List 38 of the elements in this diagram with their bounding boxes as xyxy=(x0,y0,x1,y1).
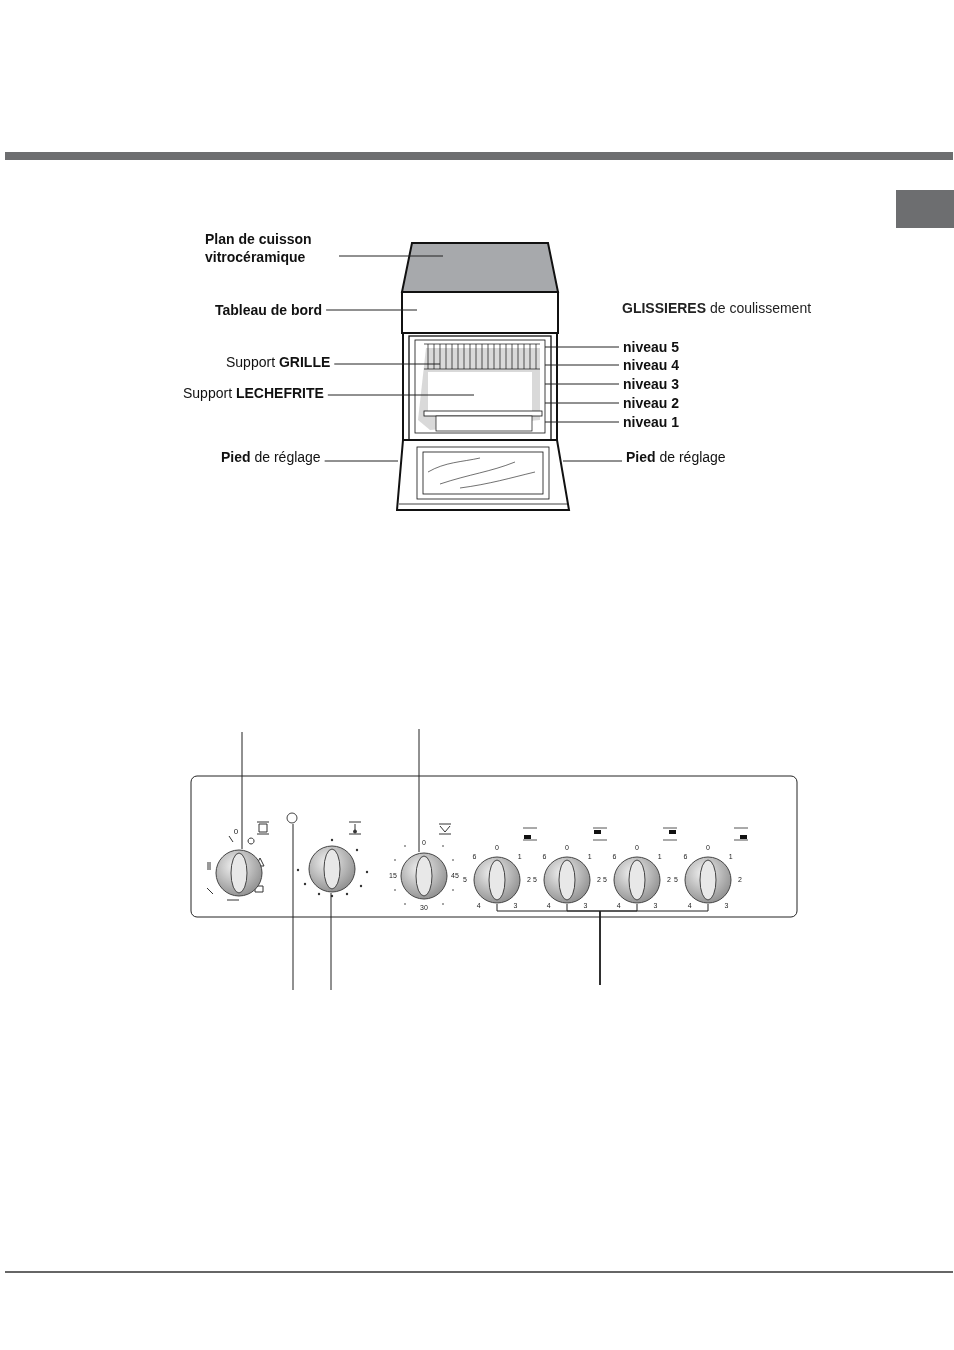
control-knob xyxy=(308,845,356,893)
scale-number: 0 xyxy=(233,825,239,837)
callout-label: Pied de réglage xyxy=(626,448,726,466)
leader-line xyxy=(333,363,441,365)
leader-line xyxy=(325,309,418,311)
leader-line xyxy=(327,394,475,396)
control-knob xyxy=(400,852,448,900)
leader-line xyxy=(330,892,332,991)
callout-label: niveau 2 xyxy=(623,394,680,412)
leader-line xyxy=(544,364,620,366)
section-heading: GLISSIERES de coulissement xyxy=(622,299,812,317)
leader-line xyxy=(418,728,420,853)
callout-label: niveau 1 xyxy=(623,413,680,431)
callout-label: Tableau de bord xyxy=(215,301,323,319)
leader-line xyxy=(241,731,243,850)
leader-line xyxy=(544,346,620,348)
control-knob xyxy=(613,856,661,904)
callout-label: Support LECHEFRITE xyxy=(183,384,324,402)
callout-label: Support GRILLE xyxy=(226,353,331,371)
control-knob xyxy=(684,856,732,904)
oven-drawing xyxy=(396,242,572,512)
callout-label: niveau 5 xyxy=(623,338,680,356)
leader-line xyxy=(599,903,709,986)
control-knob xyxy=(473,856,521,904)
control-knob xyxy=(215,849,263,897)
leader-line xyxy=(324,460,399,462)
leader-line xyxy=(544,421,620,423)
indicator-light xyxy=(286,812,298,824)
leader-line xyxy=(562,460,623,462)
leader-line xyxy=(292,823,294,991)
callout-label: Plan de cuisson vitrocéramique xyxy=(205,230,335,266)
leader-line xyxy=(338,255,444,257)
control-knob xyxy=(543,856,591,904)
callout-label: niveau 4 xyxy=(623,356,680,374)
callout-label: Pied de réglage xyxy=(221,448,321,466)
leader-line xyxy=(544,383,620,385)
callout-label: niveau 3 xyxy=(623,375,680,393)
leader-line xyxy=(544,402,620,404)
